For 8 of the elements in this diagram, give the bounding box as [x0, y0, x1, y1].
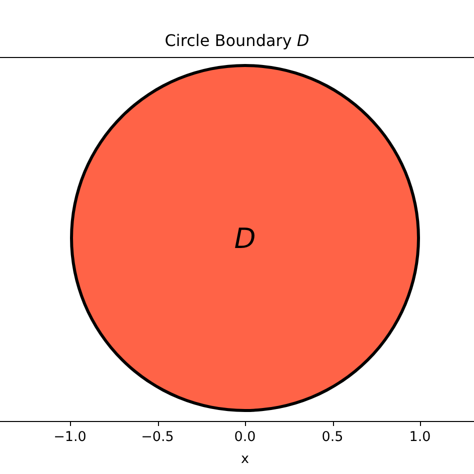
tick-label: 1.0: [409, 429, 431, 445]
tick-label: 0.0: [234, 429, 256, 445]
tick-label: −1.0: [54, 429, 86, 445]
region-label: D: [234, 222, 256, 254]
tick-label: 0.5: [322, 429, 344, 445]
axis-label: x: [241, 451, 249, 467]
tick-label: −0.5: [141, 429, 174, 445]
chart-title: Circle Boundary D: [164, 31, 310, 50]
